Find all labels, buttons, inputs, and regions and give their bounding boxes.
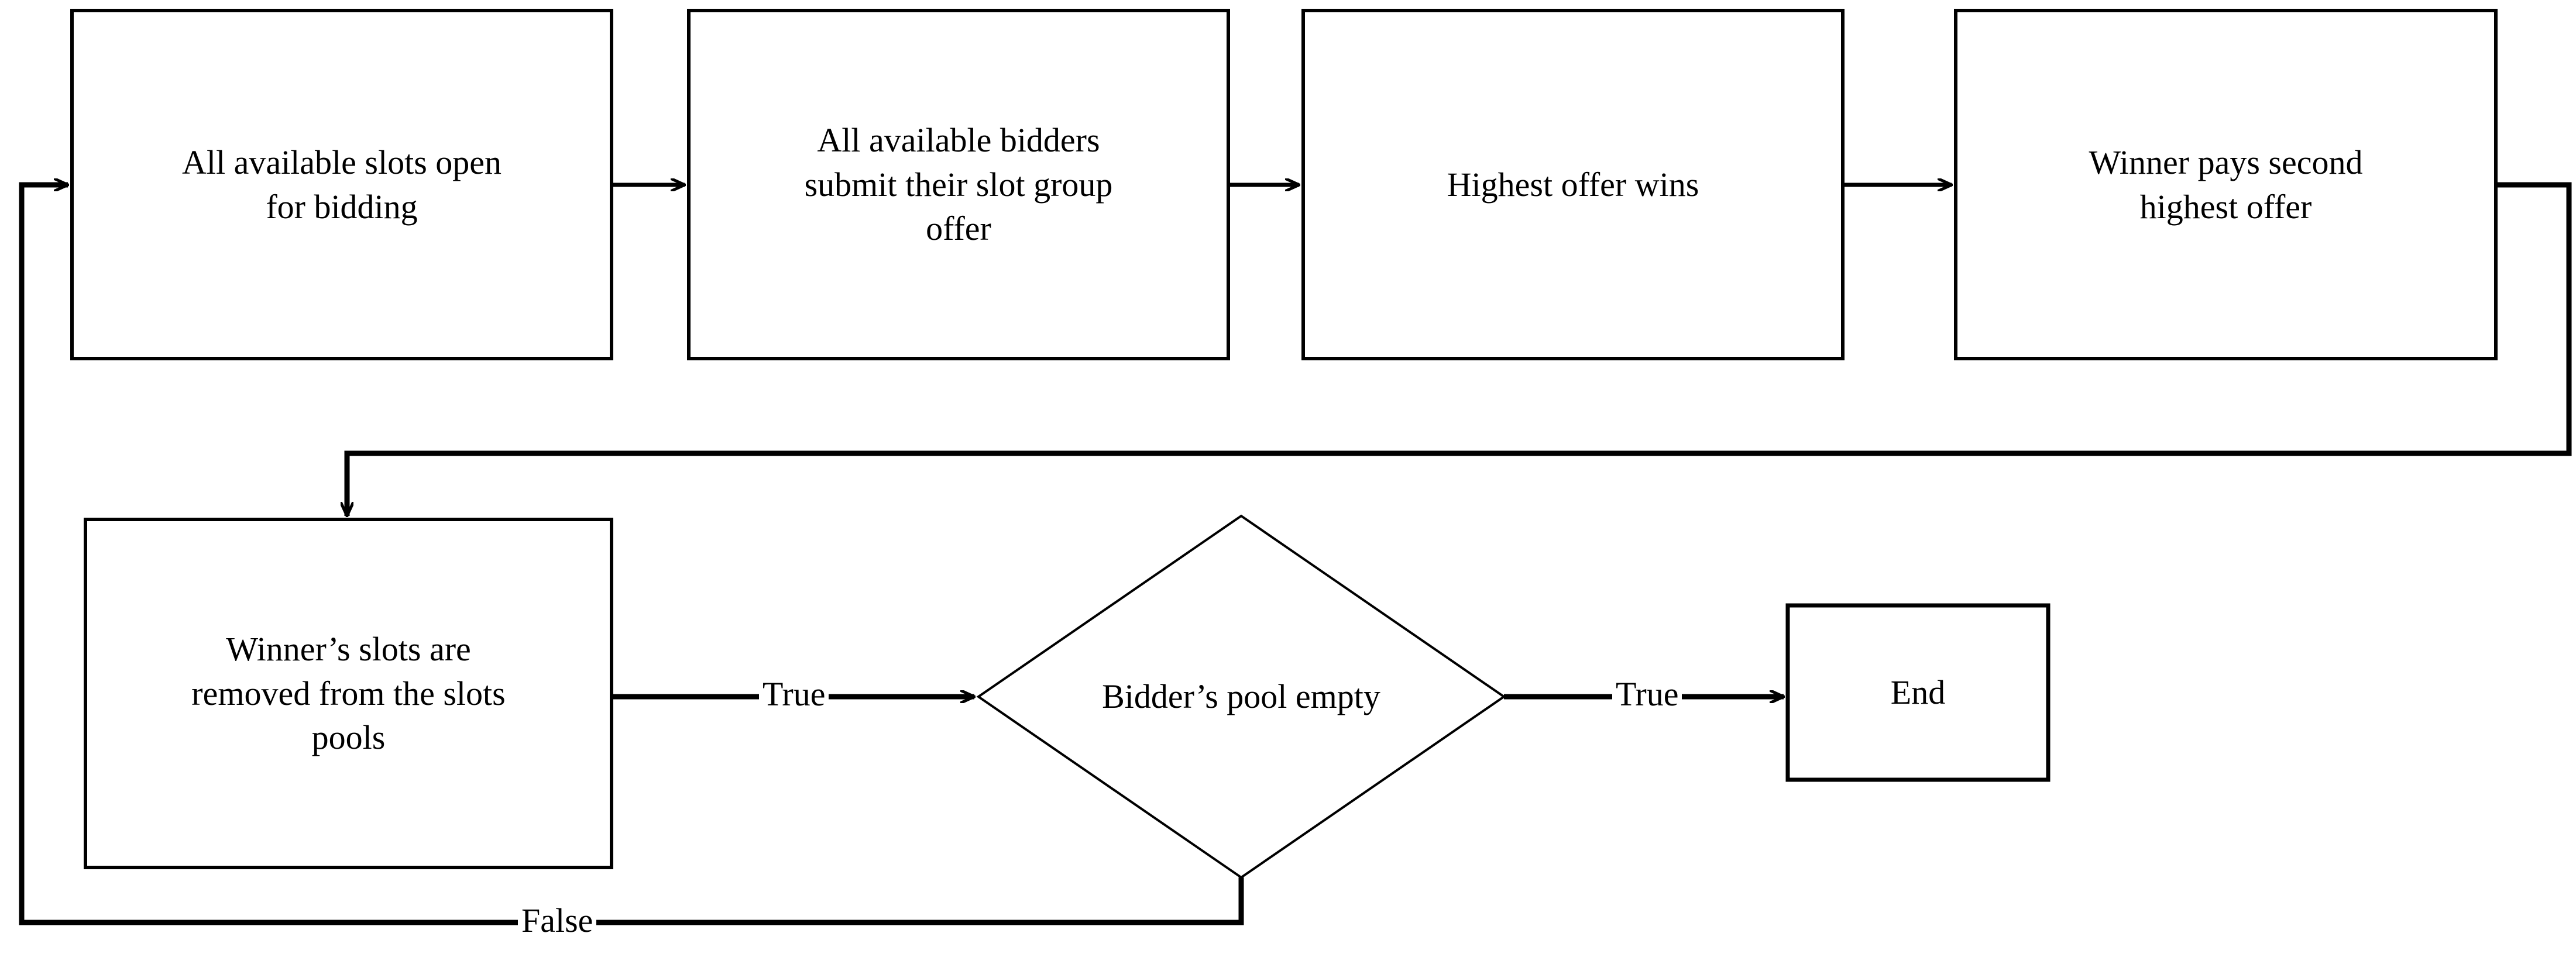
node-shape-slots-open — [70, 9, 613, 360]
node-shape-bidders-pool-empty — [976, 514, 1506, 879]
node-shape-bidders-submit — [687, 9, 1230, 360]
edge-winner-pays-to-winner-slots — [347, 182, 2572, 516]
node-shape-winner-pays-second — [1954, 9, 2498, 360]
edge-label-true-left: True — [759, 677, 829, 711]
edge-label-false-bottom: False — [518, 904, 597, 938]
edge-decision-to-slots-open-false — [19, 185, 1244, 925]
edge-label-true-right: True — [1612, 677, 1682, 711]
node-shape-highest-offer-wins — [1301, 9, 1845, 360]
node-shape-winner-slots-removed — [84, 518, 613, 869]
node-shape-end — [1785, 603, 2051, 782]
